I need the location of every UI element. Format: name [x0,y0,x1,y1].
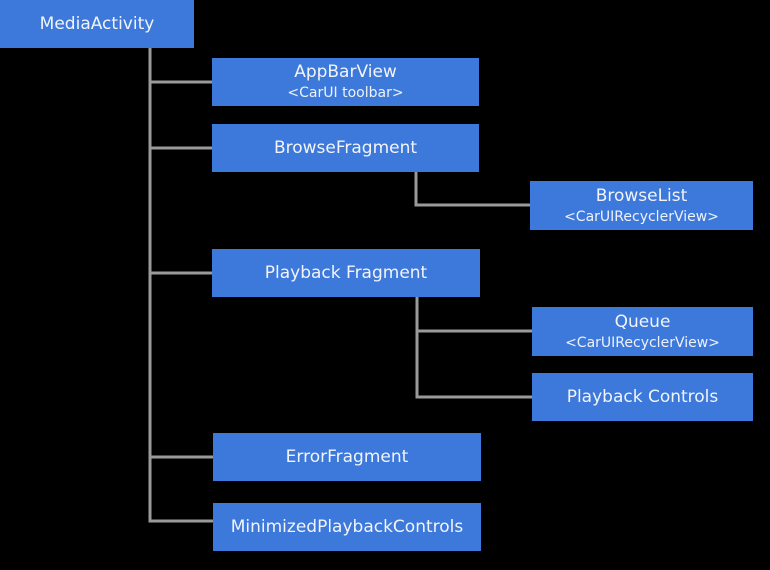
node-queue-label: Queue [614,311,671,332]
edge-media-to-browse [148,48,212,150]
node-media-activity-label: MediaActivity [39,13,155,34]
node-minimized-playback-controls[interactable]: MinimizedPlaybackControls [213,503,481,551]
node-playback-fragment[interactable]: Playback Fragment [212,249,480,297]
node-error-fragment-label: ErrorFragment [285,446,409,467]
node-browse-fragment[interactable]: BrowseFragment [212,124,479,172]
node-queue[interactable]: Queue <CarUIRecyclerView> [532,307,753,356]
node-error-fragment[interactable]: ErrorFragment [213,433,481,481]
node-browse-list[interactable]: BrowseList <CarUIRecyclerView> [530,181,753,230]
node-playback-controls-label: Playback Controls [566,386,719,407]
node-app-bar-view[interactable]: AppBarView <CarUI toolbar> [212,58,479,106]
edge-media-to-minimized [148,48,213,523]
node-app-bar-view-label: AppBarView [294,62,397,82]
node-app-bar-view-sublabel: <CarUI toolbar> [287,85,404,101]
node-queue-sublabel: <CarUIRecyclerView> [565,334,720,351]
edge-media-to-error [148,48,213,459]
edge-media-to-appbar [148,48,212,84]
node-minimized-playback-controls-label: MinimizedPlaybackControls [230,516,464,537]
node-playback-fragment-label: Playback Fragment [264,262,428,283]
node-browse-list-sublabel: <CarUIRecyclerView> [564,208,719,225]
node-browse-fragment-label: BrowseFragment [273,137,418,158]
edge-browse-to-browselist [414,172,530,207]
node-playback-controls[interactable]: Playback Controls [532,373,753,421]
node-media-activity[interactable]: MediaActivity [0,0,194,48]
edge-playback-to-queue [415,297,532,333]
node-browse-list-label: BrowseList [595,185,688,206]
edge-playback-to-controls [415,297,532,399]
